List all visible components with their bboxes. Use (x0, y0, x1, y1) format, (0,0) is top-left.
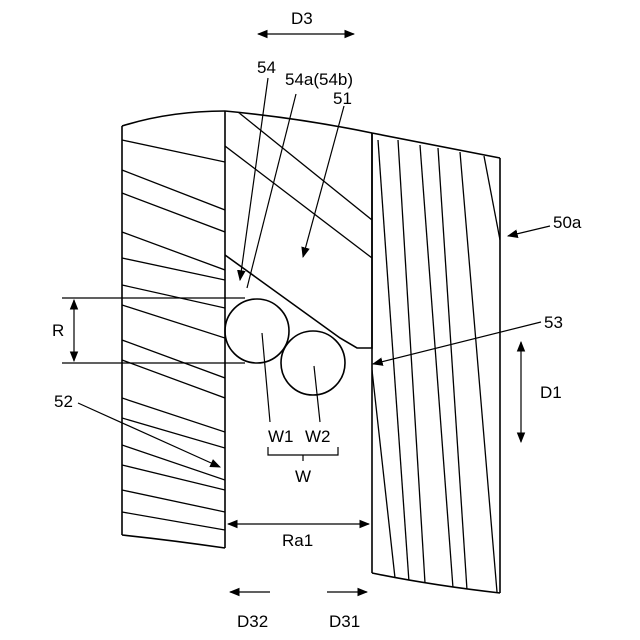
dimension-r (62, 298, 245, 363)
label-ra1: Ra1 (282, 531, 313, 550)
label-51: 51 (333, 89, 352, 108)
label-d1: D1 (540, 383, 562, 402)
leader-50a (508, 226, 550, 236)
member-51-hatching (225, 112, 372, 258)
top-outline (225, 111, 372, 133)
label-50a: 50a (553, 213, 582, 232)
left-member-52 (122, 111, 225, 548)
leader-53 (373, 322, 541, 364)
leader-w1 (262, 333, 270, 422)
leader-52 (78, 403, 220, 467)
left-hatching (122, 140, 225, 530)
wire-w2 (281, 331, 345, 395)
label-53: 53 (544, 313, 563, 332)
w-brace (268, 447, 338, 461)
label-w: W (295, 467, 311, 486)
label-d3: D3 (291, 9, 313, 28)
right-member-53 (372, 133, 500, 593)
leader-51 (303, 106, 344, 257)
label-54a: 54a(54b) (285, 70, 353, 89)
right-hatching (372, 140, 500, 592)
label-d31: D31 (329, 612, 360, 631)
leader-54a (247, 94, 296, 288)
label-w2: W2 (305, 427, 331, 446)
label-d32: D32 (237, 612, 268, 631)
leader-54 (240, 78, 268, 280)
wire-w1 (225, 299, 289, 363)
label-w1: W1 (268, 427, 294, 446)
label-r: R (52, 321, 64, 340)
label-54: 54 (257, 58, 276, 77)
label-52: 52 (54, 392, 73, 411)
